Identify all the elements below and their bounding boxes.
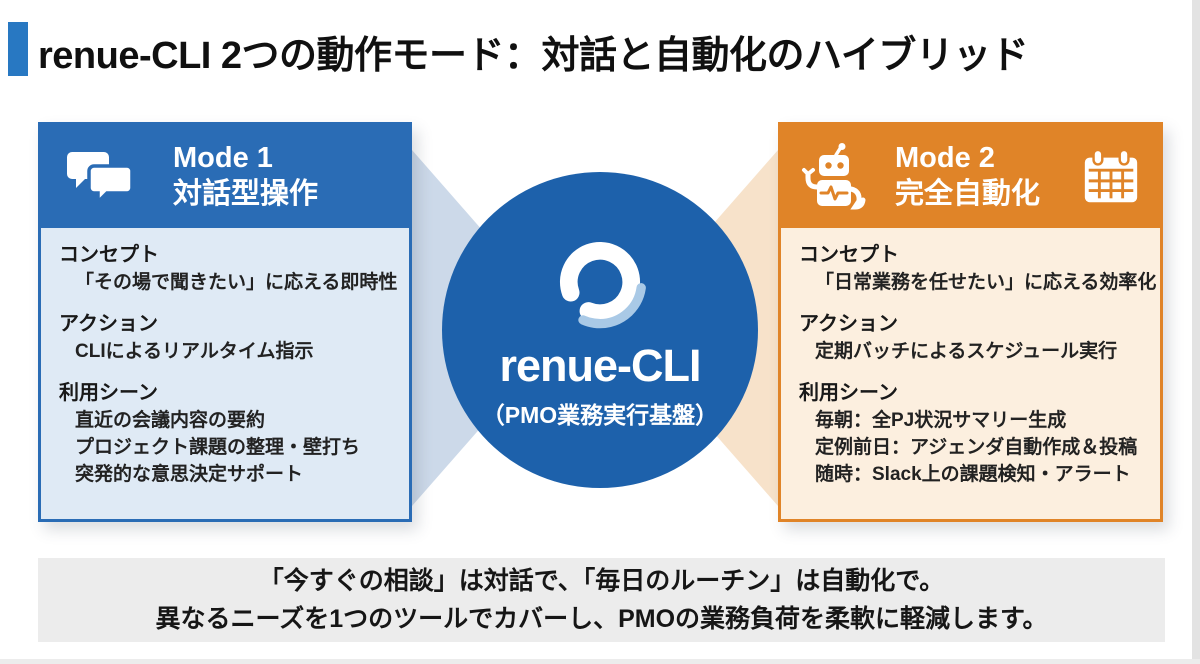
section-label: 利用シーン — [799, 382, 898, 404]
page-title: renue-CLI 2つの動作モード：対話と自動化のハイブリッド — [38, 35, 1029, 77]
mode2-label: Mode 2 — [895, 142, 995, 175]
robot-icon — [795, 142, 871, 211]
section-line: 直近の会議内容の要約 — [75, 410, 266, 431]
screen-edge-right — [1192, 0, 1200, 664]
renue-swirl-logo-icon — [548, 230, 652, 334]
mode1-section-concept: コンセプト 「その場で聞きたい」に応える即時性 — [59, 242, 398, 296]
mode2-section-action: アクション 定期バッチによるスケジュール実行 — [799, 311, 1146, 365]
mode1-body: コンセプト 「その場で聞きたい」に応える即時性 アクション CLIによるリアルタ… — [41, 228, 409, 519]
section-label: アクション — [799, 313, 898, 335]
section-line: 随時：Slack上の課題検知・アラート — [815, 464, 1131, 485]
section-line: プロジェクト課題の整理・壁打ち — [75, 437, 361, 458]
product-name: renue-CLI — [499, 340, 701, 391]
footer-line-2: 異なるニーズを1つのツールでカバーし、PMOの業務負荷を柔軟に軽減します。 — [155, 605, 1048, 633]
mode2-section-usecases: 利用シーン 毎朝：全PJ状況サマリー生成 定例前日：アジェンダ自動作成＆投稿 随… — [799, 380, 1146, 488]
mode2-body: コンセプト 「日常業務を任せたい」に応える効率化 アクション 定期バッチによるス… — [781, 228, 1160, 519]
screen-edge-bottom — [0, 659, 1200, 664]
mode1-card: Mode 1 対話型操作 コンセプト 「その場で聞きたい」に応える即時性 アクシ… — [38, 122, 412, 522]
mode1-section-usecases: 利用シーン 直近の会議内容の要約 プロジェクト課題の整理・壁打ち 突発的な意思決… — [59, 380, 395, 488]
mode1-subtitle: 対話型操作 — [173, 177, 319, 210]
section-line: 定期バッチによるスケジュール実行 — [815, 341, 1118, 362]
section-label: 利用シーン — [59, 382, 158, 404]
mode1-section-action: アクション CLIによるリアルタイム指示 — [59, 311, 395, 365]
section-line: 毎朝：全PJ状況サマリー生成 — [815, 410, 1067, 431]
section-label: コンセプト — [59, 244, 159, 266]
footer-line-1: 「今すぐの相談」は対話で、「毎日のルーチン」は自動化で。 — [258, 567, 945, 595]
mode2-card: Mode 2 完全自動化 コンセプト 「日常業務を任せたい」に — [778, 122, 1163, 522]
chat-bubbles-icon — [67, 146, 137, 208]
center-platform-circle: renue-CLI （PMO業務実行基盤） — [442, 172, 758, 488]
section-label: コンセプト — [799, 244, 899, 266]
calendar-icon — [1080, 146, 1142, 208]
product-subtitle: （PMO業務実行基盤） — [481, 402, 719, 428]
mode2-subtitle: 完全自動化 — [895, 177, 1041, 210]
mode2-header: Mode 2 完全自動化 — [781, 125, 1160, 228]
mode2-header-text: Mode 2 完全自動化 — [895, 141, 1040, 212]
footer-banner: 「今すぐの相談」は対話で、「毎日のルーチン」は自動化で。 異なるニーズを1つのツ… — [38, 558, 1165, 642]
section-line: 「日常業務を任せたい」に応える効率化 — [815, 272, 1157, 293]
section-line: 「その場で聞きたい」に応える即時性 — [75, 272, 398, 293]
section-line: 定例前日：アジェンダ自動作成＆投稿 — [815, 437, 1138, 458]
section-line: 突発的な意思決定サポート — [75, 464, 304, 485]
section-label: アクション — [59, 313, 158, 335]
section-line: CLIによるリアルタイム指示 — [75, 341, 314, 362]
mode2-section-concept: コンセプト 「日常業務を任せたい」に応える効率化 — [799, 242, 1157, 296]
mode1-header-text: Mode 1 対話型操作 — [173, 141, 318, 212]
title-accent-bar — [8, 22, 28, 76]
mode1-header: Mode 1 対話型操作 — [41, 125, 409, 228]
mode1-label: Mode 1 — [173, 142, 273, 175]
